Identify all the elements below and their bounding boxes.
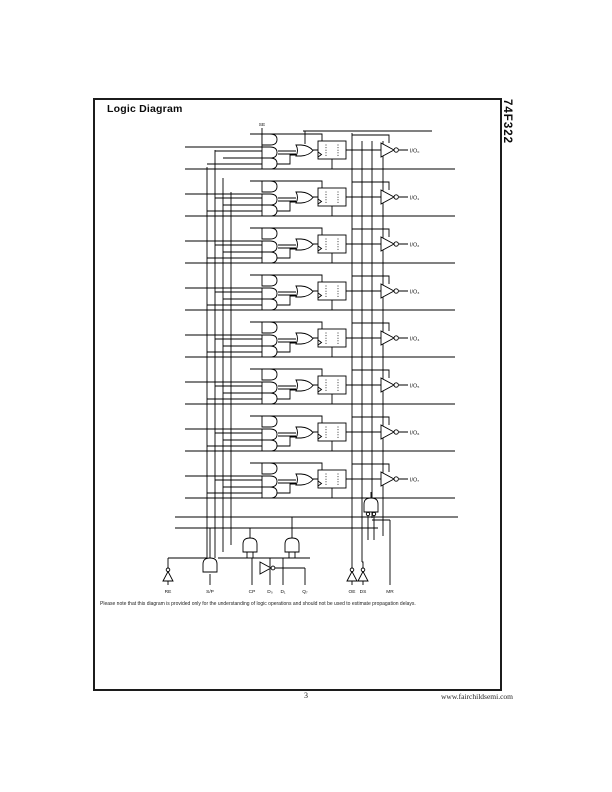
footer-website: www.fairchildsemi.com <box>441 692 513 701</box>
part-number-side-label: 74F322 <box>501 99 513 145</box>
disclaimer-note: Please note that this diagram is provide… <box>100 601 416 607</box>
page-number: 3 <box>304 691 308 700</box>
page-title: Logic Diagram <box>107 103 183 115</box>
